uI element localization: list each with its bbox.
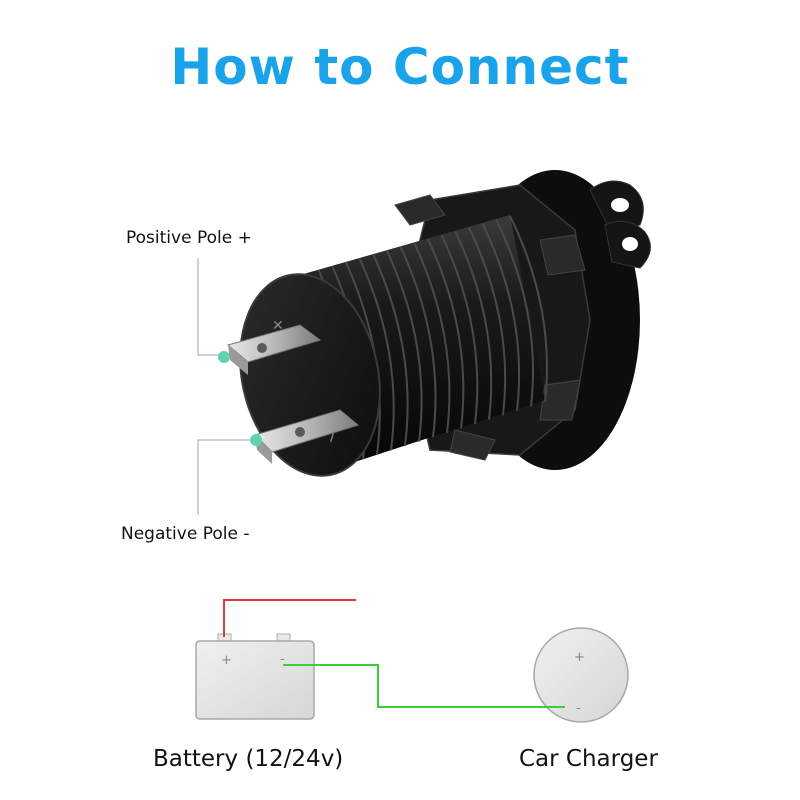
negative-dot [250,434,262,446]
battery-body [195,640,315,720]
positive-wire [223,599,356,637]
positive-leader [197,258,230,363]
charger-minus-symbol: - [576,701,581,716]
face-minus-mark: / [330,425,336,444]
battery-minus-symbol: - [280,652,285,667]
negative-pole-label: Negative Pole - [121,524,250,544]
charger-plus-symbol: + [574,650,585,665]
car-charger: + - [533,627,629,723]
positive-terminal [226,324,322,375]
thread-groove [427,238,465,429]
battery-plus-symbol: + [221,653,232,668]
thread-groove [495,219,535,407]
battery-label: Battery (12/24v) [153,746,344,772]
thread-groove [386,250,423,442]
page-title: How to Connect [170,38,630,96]
positive-dot [218,351,230,363]
thread-groove [481,223,521,411]
thread-groove [372,254,409,447]
car-charger-label: Car Charger [519,746,658,772]
thread-groove [468,227,507,416]
thread-groove [440,234,479,425]
negative-wire [283,664,565,708]
thread-groove [413,242,451,433]
socket-illustration: ✕ / [226,170,651,477]
battery: + - [195,633,315,720]
negative-leader [197,434,262,515]
car-charger-body [533,627,629,723]
thread-groove [454,231,493,420]
positive-pole-label: Positive Pole + [126,228,252,248]
face-plus-mark: ✕ [272,318,284,334]
thread-groove [509,215,548,403]
thread-groove [358,258,395,451]
thread-groove [399,246,437,438]
